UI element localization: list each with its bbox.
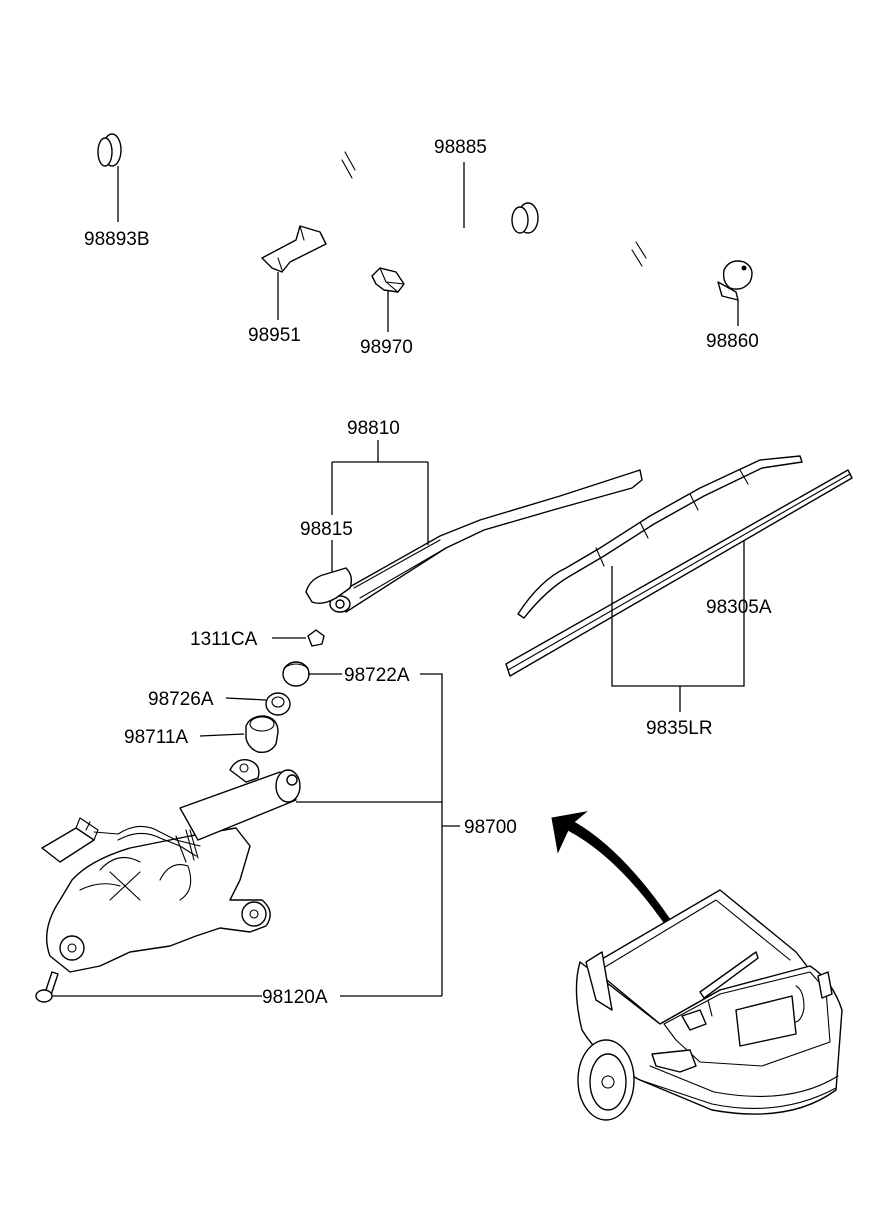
bolt-98120A bbox=[35, 971, 59, 1003]
label-98860: 98860 bbox=[706, 331, 759, 352]
leader-98726A bbox=[225, 697, 267, 701]
label-98700: 98700 bbox=[464, 817, 517, 838]
clip-98951 bbox=[261, 225, 327, 273]
wiper-blade-frame bbox=[517, 455, 803, 619]
hose-grommet-mid bbox=[511, 202, 539, 234]
label-98305A: 98305A bbox=[706, 597, 772, 618]
label-98885: 98885 bbox=[434, 137, 487, 158]
cap-98722A bbox=[282, 661, 310, 687]
wiper-motor bbox=[41, 759, 301, 973]
label-98815: 98815 bbox=[300, 519, 353, 540]
hose-connector-grommet bbox=[97, 133, 122, 167]
washer-nozzle bbox=[717, 260, 753, 301]
wiper-arm bbox=[329, 469, 643, 613]
wiper-blade-rubber bbox=[505, 469, 853, 677]
label-9835LR: 9835LR bbox=[646, 718, 713, 739]
bushing-98711A bbox=[245, 715, 279, 754]
label-98970: 98970 bbox=[360, 337, 413, 358]
bracket-9835LR bbox=[611, 540, 745, 712]
washer-98726A bbox=[265, 692, 291, 716]
bracket-98810 bbox=[331, 440, 429, 545]
nut-1311CA bbox=[307, 629, 325, 647]
washer-hose bbox=[45, 95, 725, 297]
bracket-98700 bbox=[296, 673, 460, 997]
arm-cap bbox=[305, 567, 353, 605]
label-98120A: 98120A bbox=[262, 987, 328, 1008]
label-98951: 98951 bbox=[248, 325, 301, 346]
leader-98711A bbox=[199, 733, 245, 737]
label-1311CA: 1311CA bbox=[190, 629, 258, 650]
label-98810: 98810 bbox=[347, 418, 400, 439]
label-98893B: 98893B bbox=[84, 229, 150, 250]
label-98726A: 98726A bbox=[148, 689, 214, 710]
clip-98970 bbox=[371, 267, 405, 293]
hatchback-rear-view-icon bbox=[575, 889, 843, 1121]
label-98711A: 98711A bbox=[124, 727, 188, 748]
label-98722A: 98722A bbox=[344, 665, 410, 686]
